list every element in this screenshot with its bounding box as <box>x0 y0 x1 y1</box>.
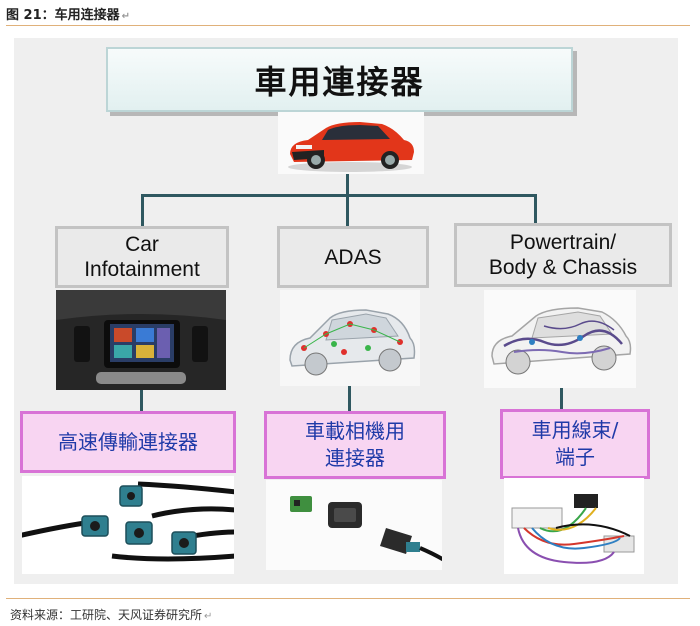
bottom-rule <box>6 598 690 599</box>
branch-horizontal-line <box>141 194 537 197</box>
figure-caption: 图 21：车用连接器↵ <box>6 4 130 23</box>
connector-wire-harness: 車用線束/ 端子 <box>500 409 650 479</box>
adas-car-image <box>280 290 420 386</box>
connector-line-left <box>140 390 143 412</box>
diagram-title: 車用連接器 <box>106 47 573 112</box>
camera-connector-image <box>266 480 442 570</box>
connector-high-speed: 高速傳輸連接器 <box>20 411 236 473</box>
connector-line-center <box>348 386 351 412</box>
connector-line-right <box>560 388 563 410</box>
car-image <box>278 112 424 174</box>
wire-harness-image <box>504 478 644 574</box>
top-rule <box>6 25 690 26</box>
category-powertrain: Powertrain/ Body & Chassis <box>454 223 672 287</box>
connector-camera: 車載相機用 連接器 <box>264 411 446 479</box>
category-car-infotainment: Car Infotainment <box>55 226 229 288</box>
trunk-line <box>346 174 349 196</box>
branch-line-left <box>141 194 144 228</box>
infotainment-dashboard-image <box>56 290 226 390</box>
category-adas: ADAS <box>277 226 429 288</box>
branch-line-center <box>346 194 349 228</box>
source-note: 资料来源：工研院、天风证券研究所↵ <box>10 606 212 623</box>
powertrain-car-image <box>484 290 636 388</box>
high-speed-connector-image <box>22 476 234 574</box>
